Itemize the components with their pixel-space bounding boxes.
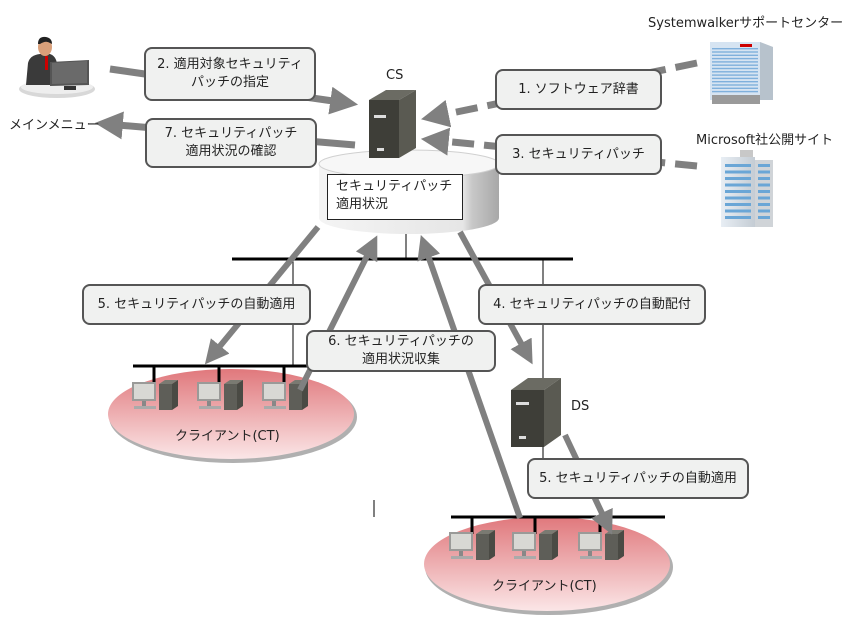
step7-label: 7. セキュリティパッチ 適用状況の確認 <box>145 118 317 168</box>
ds-label: DS <box>571 399 590 414</box>
step1-label: 1. ソフトウェア辞書 <box>495 69 662 110</box>
ds-server-icon <box>511 378 561 447</box>
step5b-label: 5. セキュリティパッチの自動適用 <box>527 458 749 499</box>
step2-label: 2. 適用対象セキュリティ パッチの指定 <box>144 47 316 101</box>
step5a-label: 5. セキュリティパッチの自動適用 <box>82 284 311 325</box>
support-center-building-icon <box>710 42 773 104</box>
client-pc-icon <box>262 380 308 410</box>
step4-label: 4. セキュリティパッチの自動配付 <box>478 284 706 325</box>
client-group-1-label: クライアント(CT) <box>175 429 280 444</box>
client-pc-icon <box>512 530 558 560</box>
client-pc-icon <box>132 380 178 410</box>
client-pc-icon <box>197 380 243 410</box>
microsoft-site-label: Microsoft社公開サイト <box>696 133 834 148</box>
support-center-label: Systemwalkerサポートセンター <box>648 16 844 31</box>
operator-icon <box>19 36 95 98</box>
client-pc-icon <box>578 530 624 560</box>
step3-label: 3. セキュリティパッチ <box>495 134 662 175</box>
main-menu-label: メインメニュー <box>9 118 100 133</box>
database-status-label: セキュリティパッチ 適用状況 <box>327 174 463 220</box>
client-group-2-label: クライアント(CT) <box>492 579 597 594</box>
microsoft-building-icon <box>721 150 773 227</box>
cs-label: CS <box>386 68 404 83</box>
arrow-step6-ct2 <box>417 234 523 519</box>
client-pcs <box>132 380 624 560</box>
cs-server-icon <box>369 90 416 158</box>
step6-label: 6. セキュリティパッチの 適用状況収集 <box>306 330 496 372</box>
client-pc-icon <box>449 530 495 560</box>
